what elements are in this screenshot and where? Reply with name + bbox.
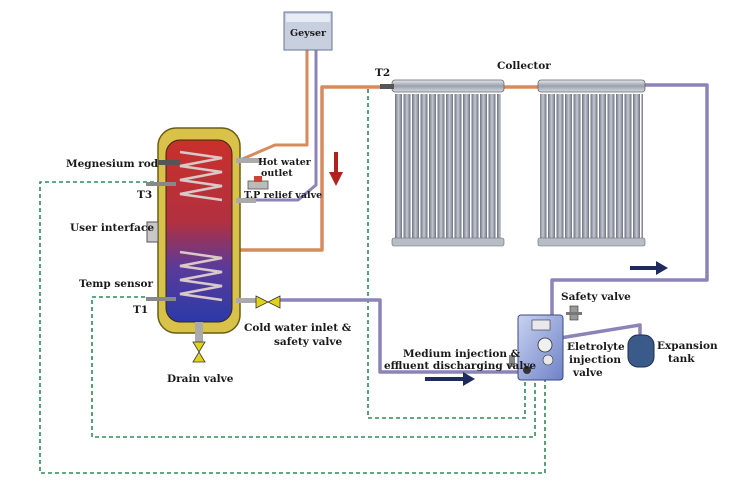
safety-valve-icon xyxy=(566,305,582,321)
geyser-label: Geyser xyxy=(290,28,327,39)
drain-valve-icon xyxy=(192,341,206,363)
medium-injection-label-2: effluent discharging valve xyxy=(384,360,536,372)
pump-station-icon xyxy=(509,314,564,381)
expansion-tank-label-1: Expansion xyxy=(657,340,718,352)
temp-sensor-label: Temp sensor xyxy=(79,278,154,290)
geyser-icon: Geyser xyxy=(283,11,333,51)
collector-label: Collector xyxy=(497,60,551,72)
t1-label: T1 xyxy=(133,304,148,316)
user-interface-label: User interface xyxy=(70,222,154,234)
t2-label: T2 xyxy=(375,67,390,79)
flow-arrow-right-icon xyxy=(630,261,668,275)
labels: Collector T2 Megnesium rod T3 Hot water … xyxy=(66,60,718,385)
hot-water-outlet-label-2: outlet xyxy=(261,168,293,179)
t3-label: T3 xyxy=(137,189,152,201)
magnesium-rod-label: Megnesium rod xyxy=(66,158,159,170)
electrolyte-label-1: Eletrolyte xyxy=(567,341,625,353)
flow-arrow-down-icon xyxy=(329,152,343,186)
drain-valve-label: Drain valve xyxy=(167,373,234,385)
electrolyte-label-3: valve xyxy=(572,367,603,379)
cold-water-inlet-label-2: safety valve xyxy=(274,336,343,348)
flow-arrow-right-icon xyxy=(425,372,475,386)
medium-injection-label-1: Medium injection & xyxy=(403,348,521,360)
electrolyte-label-2: injection xyxy=(569,354,621,366)
safety-valve-label: Safety valve xyxy=(561,291,631,303)
hot-water-outlet-label-1: Hot water xyxy=(258,157,312,168)
tp-relief-valve-label: T.P relief valve xyxy=(244,190,322,201)
expansion-tank-label-2: tank xyxy=(668,353,695,365)
collector-panel-icon xyxy=(380,79,646,247)
cold-water-valve-icon xyxy=(255,295,281,309)
cold-water-inlet-label-1: Cold water inlet & xyxy=(244,322,352,334)
expansion-tank-icon xyxy=(627,334,655,368)
storage-tank-icon xyxy=(146,127,269,342)
